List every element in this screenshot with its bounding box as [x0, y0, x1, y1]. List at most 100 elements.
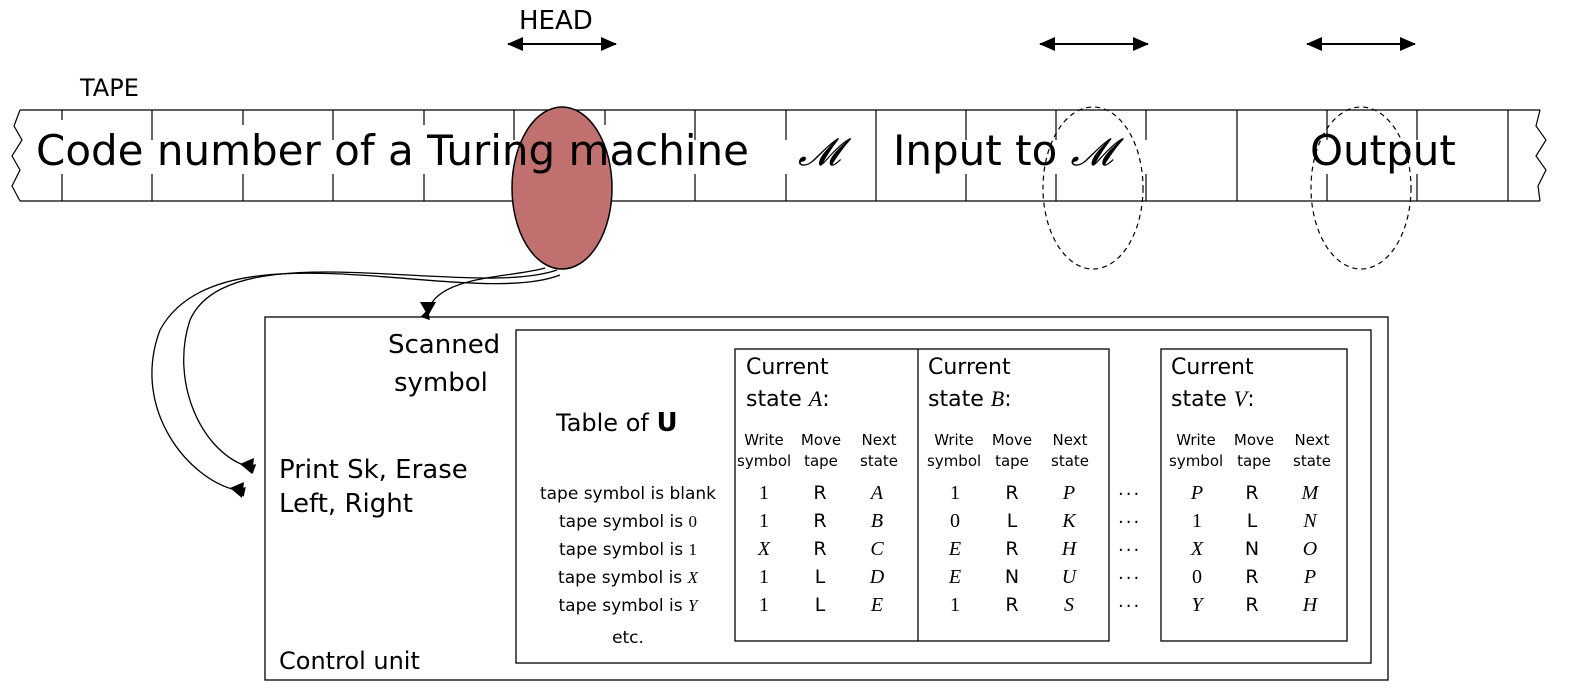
table-cell: R: [813, 510, 827, 532]
table-cell: S: [1064, 594, 1074, 616]
table-cell: 1: [950, 594, 960, 616]
table-cell: P: [1303, 566, 1317, 588]
table-cell: R: [1005, 482, 1019, 504]
state-header-v: Current state V:: [1171, 352, 1255, 415]
table-cell: R: [1245, 566, 1259, 588]
control-unit-label: Control unit: [279, 647, 420, 675]
scanned-arrowhead: [420, 302, 436, 316]
table-cell: E: [948, 566, 962, 588]
row-label-blank: tape symbol is blank: [539, 484, 717, 504]
ellipsis-marker: ···: [1118, 512, 1142, 533]
table-cell: Y: [1191, 594, 1203, 616]
table-cell: R: [813, 538, 827, 560]
table-title-prefix: Table of: [556, 409, 657, 437]
table-cell: L: [814, 566, 826, 588]
tape: [11, 109, 1547, 202]
tape-input-label: Input to 𝓜: [893, 126, 1113, 175]
tape-input-text: Input to: [893, 126, 1071, 175]
table-cell: E: [948, 538, 962, 560]
table-cell: K: [1062, 510, 1076, 532]
control-unit-box: [264, 316, 1389, 681]
table-cell: M: [1301, 482, 1319, 504]
head-label: HEAD: [519, 6, 593, 36]
ellipsis-marker: ···: [1118, 596, 1142, 617]
table-cell: N: [1303, 510, 1317, 532]
table-cell: H: [1302, 594, 1318, 616]
state-v-line2: state V:: [1171, 386, 1255, 412]
ellipsis-marker: ···: [1118, 540, 1142, 561]
scanned-symbol-arrow: [420, 267, 546, 321]
scanned-symbol-label-1: Scanned: [388, 330, 501, 360]
table-cell: 0: [1192, 566, 1202, 588]
table-cell: 1: [759, 510, 769, 532]
state-a-line2: state A:: [746, 386, 830, 412]
table-cell: R: [1005, 538, 1019, 560]
state-v-line1: Current: [1171, 355, 1254, 380]
state-a-line1: Current: [746, 355, 829, 380]
table-box: [515, 329, 1372, 664]
table-cell: 1: [759, 482, 769, 504]
state-header-b: Current state B:: [928, 352, 1012, 415]
tape-label: TAPE: [80, 74, 139, 102]
state-box-v: [1160, 348, 1348, 642]
table-title: Table of U: [556, 408, 678, 438]
tape-machine-symbol: 𝓜: [798, 130, 841, 174]
table-cell: 1: [950, 482, 960, 504]
table-title-bold: U: [656, 408, 678, 438]
table-cell: N: [1244, 538, 1260, 560]
table-cell: P: [1190, 482, 1204, 504]
table-cell: 1: [759, 594, 769, 616]
table-cell: O: [1302, 538, 1318, 560]
table-cell: L: [1246, 510, 1258, 532]
scanned-symbol-label-2: symbol: [394, 368, 488, 398]
move-arrowhead: [230, 482, 244, 498]
table-cell: C: [870, 538, 884, 560]
table-cell: A: [870, 482, 884, 504]
tape-output-text: Output: [1310, 126, 1456, 175]
left-right-label: Left, Right: [279, 489, 413, 519]
head-position-input-dashed: [1042, 106, 1144, 270]
state-header-a: Current state A:: [746, 352, 830, 415]
row-label-0: tape symbol is 0: [558, 512, 698, 532]
table-cell: L: [1006, 510, 1018, 532]
print-erase-label: Print Sk, Erase: [279, 455, 468, 485]
left-right-arrow: [151, 272, 561, 497]
tape-input-symbol: 𝓜: [1070, 130, 1114, 174]
row-label-etc: etc.: [612, 628, 644, 648]
table-cell: P: [1062, 482, 1076, 504]
tape-code-text: Code number of a Turing machine: [36, 126, 750, 175]
table-cell: 1: [1192, 510, 1202, 532]
table-cell: R: [1245, 594, 1259, 616]
table-cell: X: [757, 538, 771, 560]
table-cell: N: [1004, 566, 1020, 588]
state-b-line1: Current: [928, 355, 1011, 380]
state-box-ab: [734, 348, 1110, 642]
table-cell: R: [1245, 482, 1259, 504]
tape-cell-ticks-bottom: [61, 174, 1418, 201]
table-cell: D: [869, 566, 885, 588]
head-position-output-dashed: [1310, 106, 1412, 270]
table-cell: B: [870, 510, 884, 532]
ellipsis-marker: ···: [1118, 484, 1142, 505]
head-ellipse: [511, 106, 613, 270]
table-cell: R: [1005, 594, 1019, 616]
tape-left-torn-edge: [11, 109, 23, 202]
table-cell: E: [870, 594, 884, 616]
row-label-1: tape symbol is 1: [558, 540, 698, 560]
tape-right-torn-edge: [1535, 109, 1547, 202]
state-b-line2: state B:: [928, 386, 1012, 412]
table-cell: L: [814, 594, 826, 616]
row-label-y: tape symbol is Y: [558, 596, 698, 616]
table-cell: H: [1061, 538, 1077, 560]
head-control-connections: [151, 267, 561, 497]
ellipsis-marker: ···: [1118, 568, 1142, 589]
table-cell: 1: [759, 566, 769, 588]
